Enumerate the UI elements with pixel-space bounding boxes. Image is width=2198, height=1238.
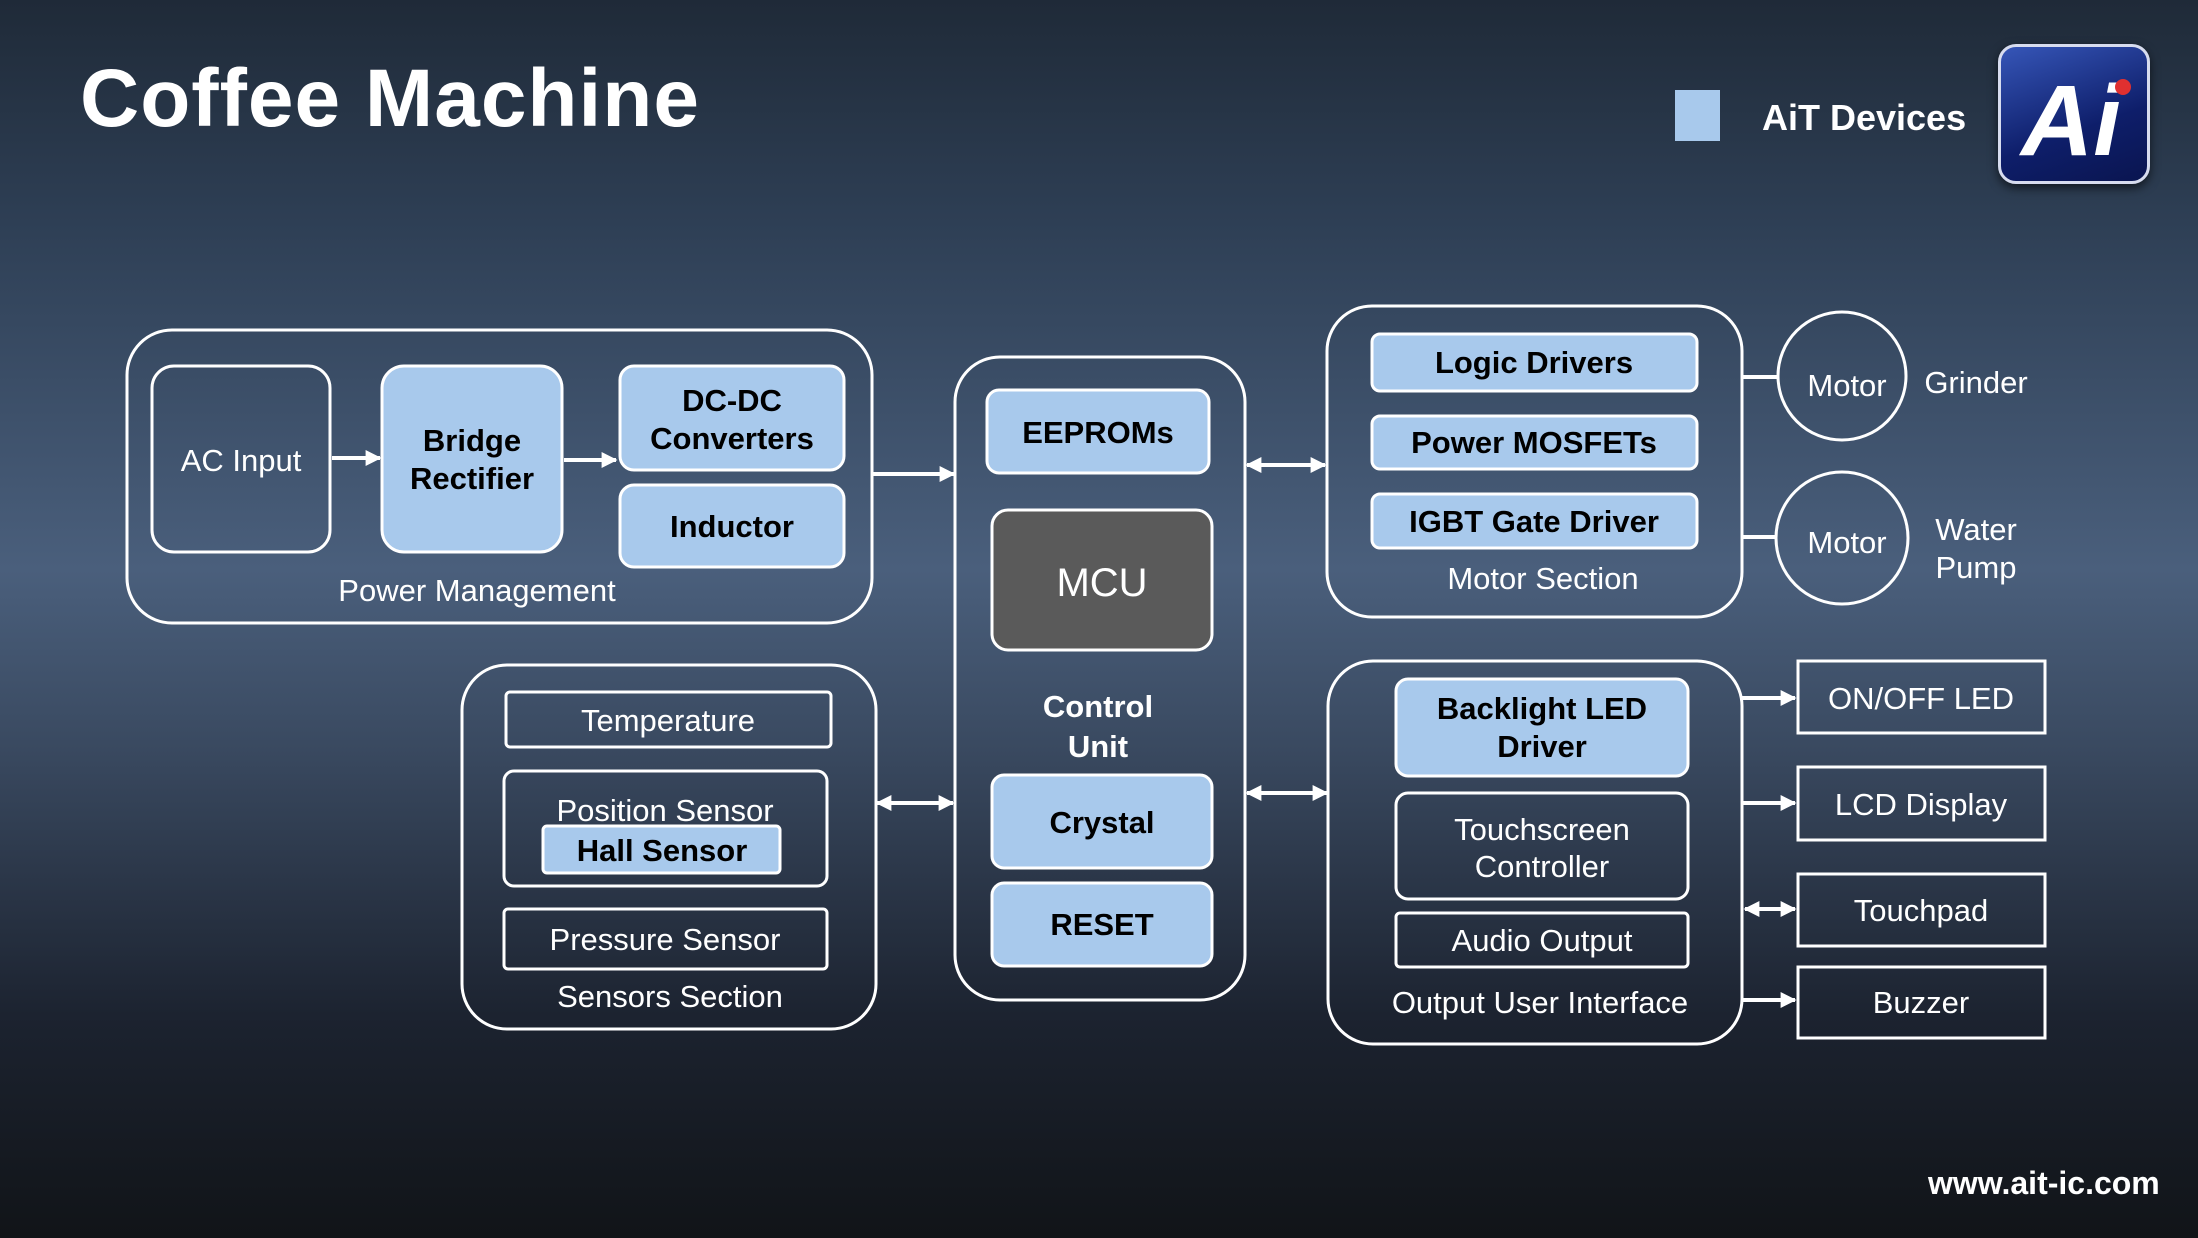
power-management-group	[125, 328, 874, 625]
logo-mark-icon: Ai	[2018, 65, 2131, 177]
ac-input-box[interactable]	[150, 364, 332, 554]
logic-drivers-label: Logic Drivers	[1435, 345, 1633, 380]
logic-drivers-box[interactable]	[1370, 332, 1699, 393]
backlight-line2: Driver	[1497, 729, 1587, 764]
logo-dot-icon	[2115, 79, 2131, 95]
sensors-section-caption: Sensors Section	[557, 979, 783, 1014]
hall-sensor-label: Hall Sensor	[577, 833, 748, 868]
control-unit-caption-line1: Control	[1043, 689, 1153, 724]
touchpad-label: Touchpad	[1854, 893, 1988, 928]
dcdc-line1: DC-DC	[682, 383, 782, 418]
touchscreen-controller-box[interactable]	[1394, 791, 1690, 901]
power-mosfets-box[interactable]	[1370, 414, 1699, 471]
touchpad-box[interactable]	[1796, 872, 2047, 948]
pressure-sensor-box[interactable]	[502, 907, 829, 971]
page-title: Coffee Machine	[80, 53, 700, 144]
touchscreen-line2: Controller	[1475, 849, 1609, 884]
audio-output-label: Audio Output	[1452, 923, 1633, 958]
pressure-sensor-label: Pressure Sensor	[550, 922, 781, 957]
logo-letters: Ai	[2018, 65, 2123, 177]
ait-logo: Ai	[1998, 44, 2150, 184]
touchscreen-line1: Touchscreen	[1454, 812, 1630, 847]
grinder-label: Grinder	[1924, 365, 2027, 400]
control-unit-caption-line2: Unit	[1068, 729, 1128, 764]
reset-label: RESET	[1050, 907, 1153, 942]
output-ui-group	[1326, 659, 1744, 1046]
hall-sensor-box[interactable]	[541, 824, 782, 875]
eeproms-label: EEPROMs	[1022, 415, 1174, 450]
footer-url[interactable]: www.ait-ic.com	[1928, 1165, 2160, 1201]
crystal-box[interactable]	[990, 773, 1214, 870]
lcd-display-label: LCD Display	[1835, 787, 2008, 822]
inductor-label: Inductor	[670, 509, 794, 544]
sensors-section-group	[460, 663, 878, 1031]
temperature-box[interactable]	[504, 690, 833, 749]
legend-label: AiT Devices	[1762, 97, 1967, 138]
audio-output-box[interactable]	[1394, 911, 1690, 969]
buzzer-label: Buzzer	[1873, 985, 1969, 1020]
backlight-line1: Backlight LED	[1437, 691, 1647, 726]
bridge-rectifier-line2: Rectifier	[410, 461, 534, 496]
motor-section-caption: Motor Section	[1447, 561, 1638, 596]
reset-box[interactable]	[990, 881, 1214, 968]
legend-swatch	[1675, 90, 1720, 141]
motor-section-group	[1325, 304, 1744, 619]
motor-pump-circle[interactable]	[1774, 470, 1910, 606]
dcdc-converters-box[interactable]	[618, 364, 846, 472]
bridge-rectifier-line1: Bridge	[423, 423, 521, 458]
output-ui-caption: Output User Interface	[1392, 985, 1688, 1020]
position-sensor-box[interactable]	[502, 769, 829, 888]
mcu-box[interactable]	[990, 508, 1214, 652]
power-mosfets-label: Power MOSFETs	[1411, 425, 1657, 460]
motor-grinder-circle[interactable]	[1776, 310, 1908, 442]
dcdc-line2: Converters	[650, 421, 814, 456]
water-pump-line2: Pump	[1936, 550, 2017, 585]
position-sensor-label: Position Sensor	[556, 793, 773, 828]
onoff-led-box[interactable]	[1796, 659, 2047, 735]
eeproms-box[interactable]	[985, 388, 1211, 475]
igbt-gate-driver-box[interactable]	[1370, 492, 1699, 550]
bridge-rectifier-box[interactable]	[380, 364, 564, 554]
motor-grinder-label: Motor	[1807, 368, 1886, 403]
control-unit-group	[953, 355, 1247, 1002]
buzzer-box[interactable]	[1796, 965, 2047, 1040]
ac-input-label: AC Input	[181, 443, 302, 478]
igbt-gate-driver-label: IGBT Gate Driver	[1409, 504, 1659, 539]
motor-pump-label: Motor	[1807, 525, 1886, 560]
onoff-led-label: ON/OFF LED	[1828, 681, 2014, 716]
crystal-label: Crystal	[1049, 805, 1154, 840]
backlight-led-driver-box[interactable]	[1394, 677, 1690, 778]
water-pump-line1: Water	[1935, 512, 2017, 547]
temperature-label: Temperature	[581, 703, 755, 738]
mcu-label: MCU	[1056, 561, 1147, 605]
power-management-caption: Power Management	[338, 573, 616, 608]
lcd-display-box[interactable]	[1796, 765, 2047, 842]
inductor-box[interactable]	[618, 483, 846, 569]
